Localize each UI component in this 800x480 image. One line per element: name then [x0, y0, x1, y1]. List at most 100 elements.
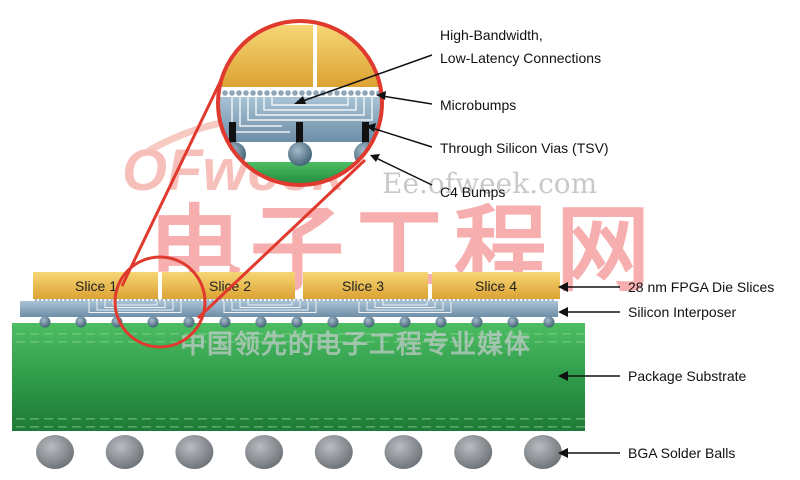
substrate-trace [170, 418, 179, 420]
arrowhead-icon [376, 91, 386, 100]
microbump [479, 298, 483, 302]
substrate-trace [408, 341, 417, 343]
microbump [253, 298, 256, 302]
c4-bump [399, 316, 411, 328]
substrate-trace [562, 333, 571, 335]
c4-bump [291, 316, 303, 328]
substrate-trace [576, 426, 585, 428]
zoom-connector-right [196, 158, 367, 320]
microbump [454, 298, 458, 302]
substrate-trace [198, 341, 207, 343]
substrate-trace [338, 333, 347, 335]
callout-arrows [294, 54, 620, 458]
microbump [412, 298, 416, 302]
c4-bump [327, 316, 339, 328]
microbump [324, 298, 328, 302]
microbump [547, 298, 550, 302]
microbump [118, 298, 122, 302]
microbump [425, 298, 428, 302]
microbump [530, 298, 533, 302]
microbump [496, 298, 500, 302]
substrate-trace [562, 426, 571, 428]
interposer-wire [223, 301, 317, 313]
microbump [349, 298, 353, 302]
substrate-trace [324, 426, 333, 428]
substrate-trace [366, 341, 375, 343]
substrate-trace [576, 341, 585, 343]
zoom-microbump [236, 90, 242, 96]
substrate-trace [478, 341, 487, 343]
substrate-trace [492, 333, 501, 335]
microbump [534, 298, 538, 302]
substrate-trace [100, 341, 109, 343]
substrate-trace [226, 333, 235, 335]
microbump [152, 298, 155, 302]
substrate-trace [422, 426, 431, 428]
zoom-microbump [348, 90, 354, 96]
substrate-trace [114, 426, 123, 428]
substrate-trace [100, 426, 109, 428]
substrate-trace [380, 333, 389, 335]
microbump [194, 298, 197, 302]
microbump [337, 298, 340, 302]
microbump [442, 298, 445, 302]
substrate-trace [170, 333, 179, 335]
arrow-connections [299, 54, 433, 103]
zoom-microbump [369, 90, 375, 96]
zoom-magnifier-ring [216, 19, 384, 187]
microbump [416, 298, 420, 302]
microbump [395, 298, 399, 302]
slice-1-label: Slice 1 [75, 278, 117, 294]
microbump [295, 298, 298, 302]
substrate-trace [310, 418, 319, 420]
substrate-trace [240, 341, 249, 343]
substrate-trace [86, 426, 95, 428]
label-connections-line1: High-Bandwidth, [440, 27, 543, 43]
microbump [362, 298, 365, 302]
c4-bump [75, 316, 87, 328]
microbump [55, 298, 59, 302]
substrate-trace [492, 418, 501, 420]
substrate-trace [184, 333, 193, 335]
substrate-trace [394, 426, 403, 428]
microbump [198, 298, 202, 302]
substrate-trace [30, 418, 39, 420]
substrate-trace [156, 341, 165, 343]
interposer-wire [96, 301, 174, 311]
zoom-source-circle [113, 255, 207, 349]
microbump [160, 298, 164, 302]
microbump [404, 298, 407, 302]
microbump [282, 298, 286, 302]
substrate-trace [44, 426, 53, 428]
substrate-trace [254, 418, 263, 420]
c4-bump [39, 316, 51, 328]
substrate-trace [394, 418, 403, 420]
substrate-trace [58, 341, 67, 343]
substrate-trace [58, 418, 67, 420]
substrate-trace [408, 426, 417, 428]
zoom-c4-bump [288, 142, 312, 166]
arrowhead-icon [558, 371, 568, 381]
interposer-wire [239, 301, 301, 308]
interposer-wire [374, 301, 436, 308]
zoom-detail [218, 21, 382, 185]
substrate-trace [114, 341, 123, 343]
substrate-trace [436, 341, 445, 343]
substrate-trace [156, 426, 165, 428]
substrate-trace [16, 426, 25, 428]
microbump [463, 298, 466, 302]
substrate-trace [380, 426, 389, 428]
microbump [311, 298, 315, 302]
substrate-trace [212, 418, 221, 420]
substrate-trace [72, 333, 81, 335]
microbump [290, 298, 294, 302]
microbump [341, 298, 344, 302]
label-c4-bumps: C4 Bumps [440, 184, 505, 200]
arrowhead-icon [558, 282, 568, 292]
substrate-trace [534, 341, 543, 343]
bga-solder-ball [384, 435, 423, 469]
zoom-microbump [292, 90, 298, 96]
substrate-trace [114, 333, 123, 335]
substrate-trace [282, 418, 291, 420]
microbump [106, 298, 109, 302]
